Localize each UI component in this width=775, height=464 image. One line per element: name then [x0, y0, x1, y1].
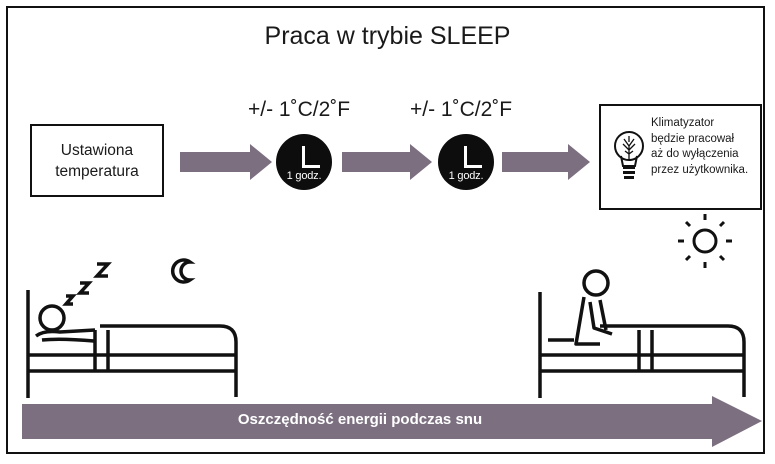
clock-icon: 1 godz. [438, 134, 494, 190]
bed-icon [26, 290, 238, 398]
set-temperature-line2: temperatura [55, 162, 139, 180]
person-icon [34, 304, 96, 343]
arrow-2 [342, 144, 432, 180]
bed-icon [538, 292, 746, 398]
info-text: Klimatyzator będzie pracował aż do wyłąc… [651, 116, 763, 178]
info-box: Klimatyzator będzie pracował aż do wyłąc… [599, 104, 762, 210]
step-1-delta: +/- 1˚C/2˚F [248, 98, 351, 121]
person-icon [548, 269, 613, 346]
energy-arrow [22, 396, 762, 447]
arrow-1 [180, 144, 272, 180]
sun-icon [678, 214, 732, 268]
info-line4: przez użytkownika. [651, 163, 749, 176]
info-line1: Klimatyzator [651, 117, 715, 129]
page-title: Praca w trybie SLEEP [264, 22, 511, 50]
light-bulb-icon [614, 131, 644, 179]
energy-arrow-label: Oszczędność energii podczas snu [237, 411, 483, 428]
step-2-clock-label: 1 godz. [448, 170, 484, 182]
step-1-clock-label: 1 godz. [286, 170, 322, 182]
set-temperature-box: Ustawiona temperatura [30, 124, 164, 197]
sleeping-zzz-icon [62, 262, 112, 306]
step-2-delta: +/- 1˚C/2˚F [410, 98, 513, 121]
info-line2: będzie pracował [651, 132, 735, 145]
diagram-frame [6, 6, 765, 454]
set-temperature-line1: Ustawiona [60, 141, 134, 159]
info-line3: aż do wyłączenia [651, 148, 739, 160]
arrow-3 [502, 144, 590, 180]
moon-icon [170, 258, 196, 284]
clock-icon: 1 godz. [276, 134, 332, 190]
